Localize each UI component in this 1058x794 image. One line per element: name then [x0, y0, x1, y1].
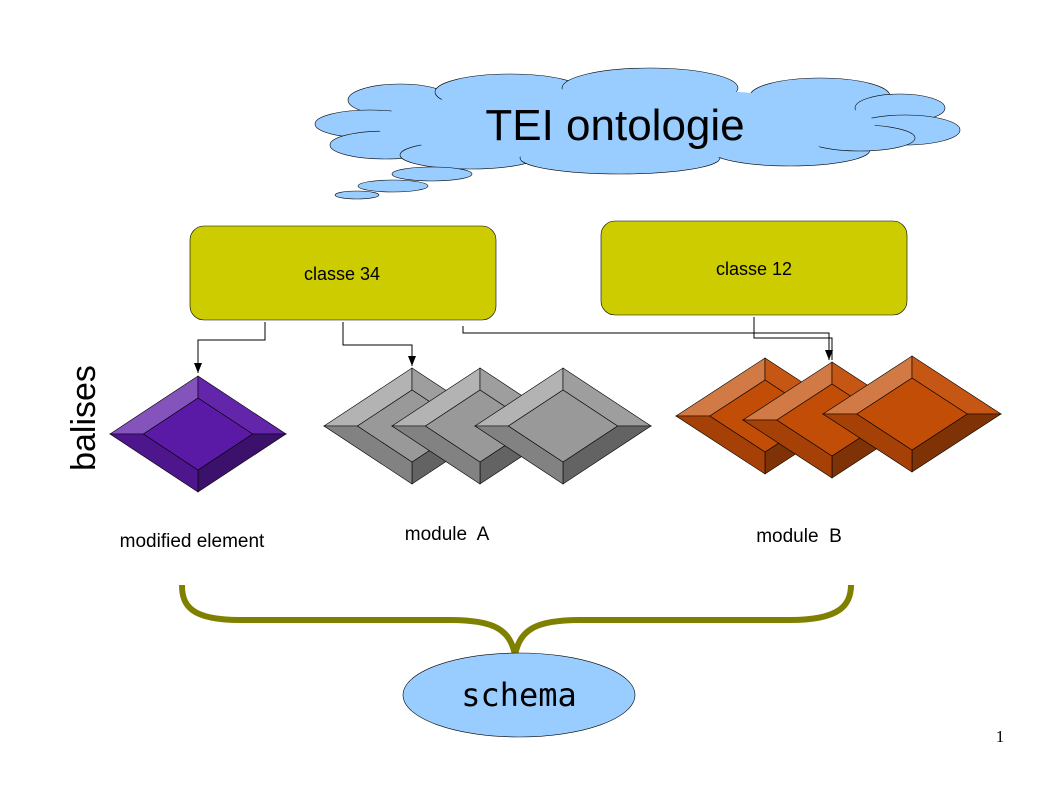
module-a-label: module A	[405, 524, 490, 545]
modified-element-label: modified element	[120, 531, 265, 552]
title-cloud	[314, 67, 961, 200]
class-box-34-label: classe 34	[304, 264, 380, 284]
connector-to-module-b-from-34	[462, 326, 833, 360]
class-box-34: classe 34	[189, 225, 497, 321]
connector-to-module-b-from-12	[753, 317, 833, 360]
connector-to-modified	[194, 322, 266, 373]
schema-brace	[179, 584, 854, 656]
class-box-12: classe 12	[600, 220, 908, 316]
connector-to-module-a	[342, 322, 416, 366]
connectors	[194, 317, 833, 373]
page-number: 1	[996, 727, 1005, 746]
cloud-title: TEI ontologie	[485, 101, 744, 150]
class-box-12-label: classe 12	[716, 259, 792, 279]
module-b-label: module B	[756, 526, 842, 547]
schema-node: schema	[402, 652, 636, 738]
diamond-module-b-3	[821, 355, 1003, 473]
side-label: balises	[65, 365, 103, 471]
diamond-module-a-3	[473, 367, 653, 485]
diamond-modified-element	[108, 375, 288, 493]
element-diamonds	[108, 355, 1003, 493]
schema-label: schema	[461, 676, 577, 714]
